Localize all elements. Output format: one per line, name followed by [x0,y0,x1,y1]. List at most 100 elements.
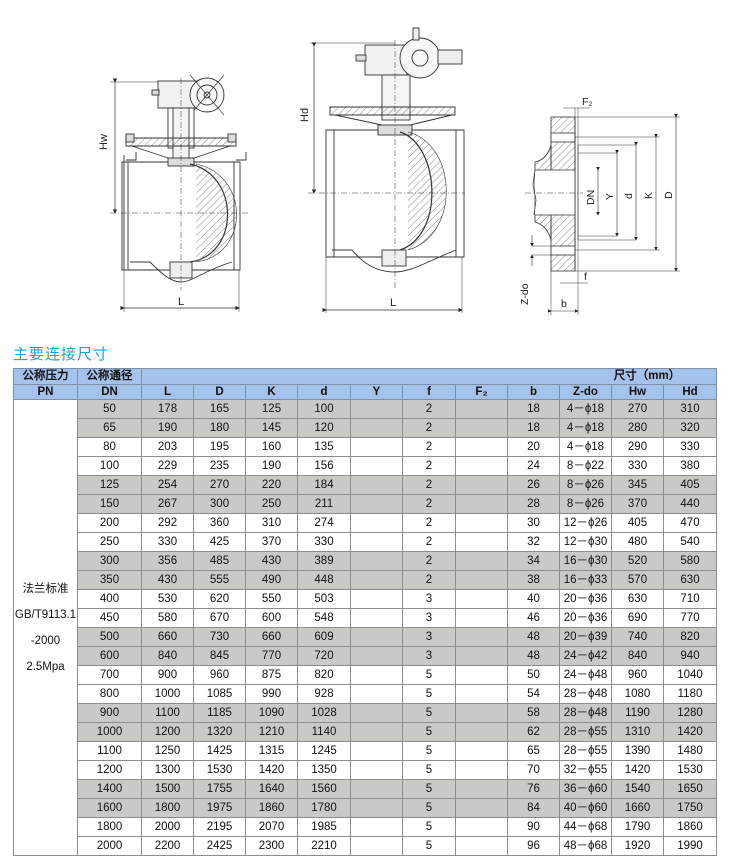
cell-f2 [455,551,508,571]
cell-f: 5 [402,760,456,780]
cell-l: 1250 [141,741,194,761]
pn-line: -2000 [30,634,61,647]
cell-f2 [455,456,508,476]
cell-zdo: 4－ϕ18 [559,437,612,457]
cell-d: 730 [193,627,246,647]
cell-hd: 310 [663,399,717,419]
cell-y [350,494,403,514]
header-col-4: Y [350,383,403,400]
cell-zdo: 20－ϕ36 [559,608,612,628]
cell-k: 430 [245,551,298,571]
cell-y [350,513,403,533]
cell-d: 1560 [297,779,351,799]
cell-d: 270 [193,475,246,495]
cell-f2 [455,608,508,628]
cell-d: 389 [297,551,351,571]
cell-f: 3 [402,589,456,609]
cell-hd: 770 [663,608,717,628]
cell-f: 5 [402,798,456,818]
cell-d: 1350 [297,760,351,780]
cell-hd: 1860 [663,817,717,837]
cell-d: 235 [193,456,246,476]
header-col-10: Hd [663,383,717,400]
cell-d: 1975 [193,798,246,818]
cell-hw: 840 [611,646,664,666]
cell-hw: 330 [611,456,664,476]
cell-f2 [455,418,508,438]
cell-k: 250 [245,494,298,514]
cell-l: 900 [141,665,194,685]
cell-zdo: 8－ϕ22 [559,456,612,476]
cell-d: 184 [297,475,351,495]
section-title: 主要连接尺寸 [13,345,110,363]
cell-b: 34 [507,551,560,571]
cell-hd: 405 [663,475,717,495]
cell-dn: 400 [77,589,142,609]
cell-y [350,760,403,780]
cell-f: 5 [402,703,456,723]
cell-zdo: 24－ϕ48 [559,665,612,685]
cell-k: 220 [245,475,298,495]
cell-f: 2 [402,551,456,571]
cell-y [350,817,403,837]
cell-b: 48 [507,646,560,666]
cell-zdo: 12－ϕ26 [559,513,612,533]
label-k: K [643,192,655,199]
cell-l: 1500 [141,779,194,799]
cell-hd: 330 [663,437,717,457]
cell-dn: 350 [77,570,142,590]
header-col-9: Hw [611,383,664,400]
cell-dn: 300 [77,551,142,571]
cell-d: 555 [193,570,246,590]
cell-l: 203 [141,437,194,457]
cell-f: 5 [402,665,456,685]
cell-l: 840 [141,646,194,666]
cell-b: 18 [507,399,560,419]
cell-k: 550 [245,589,298,609]
cell-y [350,798,403,818]
cell-dn: 80 [77,437,142,457]
cell-hw: 1310 [611,722,664,742]
cell-dn: 1200 [77,760,142,780]
label-f: f [584,271,587,283]
cell-l: 356 [141,551,194,571]
cell-k: 370 [245,532,298,552]
cell-dn: 1800 [77,817,142,837]
cell-zdo: 12－ϕ30 [559,532,612,552]
cell-f2 [455,665,508,685]
cell-d: 156 [297,456,351,476]
header-dimensions-group: 尺寸（mm） [141,368,717,385]
cell-l: 229 [141,456,194,476]
cell-d: 100 [297,399,351,419]
valve-view-hd [308,27,465,313]
cell-dn: 125 [77,475,142,495]
cell-d: 120 [297,418,351,438]
cell-hw: 345 [611,475,664,495]
cell-hw: 1540 [611,779,664,799]
header-dn: 公称通径 [77,368,142,385]
cell-y [350,570,403,590]
cell-zdo: 8－ϕ26 [559,494,612,514]
cell-f2 [455,399,508,419]
header-row-1: 公称压力 公称通径 尺寸（mm） [13,368,717,385]
label-d: d [623,193,635,199]
cell-l: 292 [141,513,194,533]
cell-hd: 1990 [663,836,717,856]
cell-zdo: 4－ϕ18 [559,399,612,419]
cell-zdo: 28－ϕ48 [559,703,612,723]
cell-f: 5 [402,779,456,799]
cell-f: 2 [402,456,456,476]
cell-y [350,608,403,628]
cell-y [350,532,403,552]
